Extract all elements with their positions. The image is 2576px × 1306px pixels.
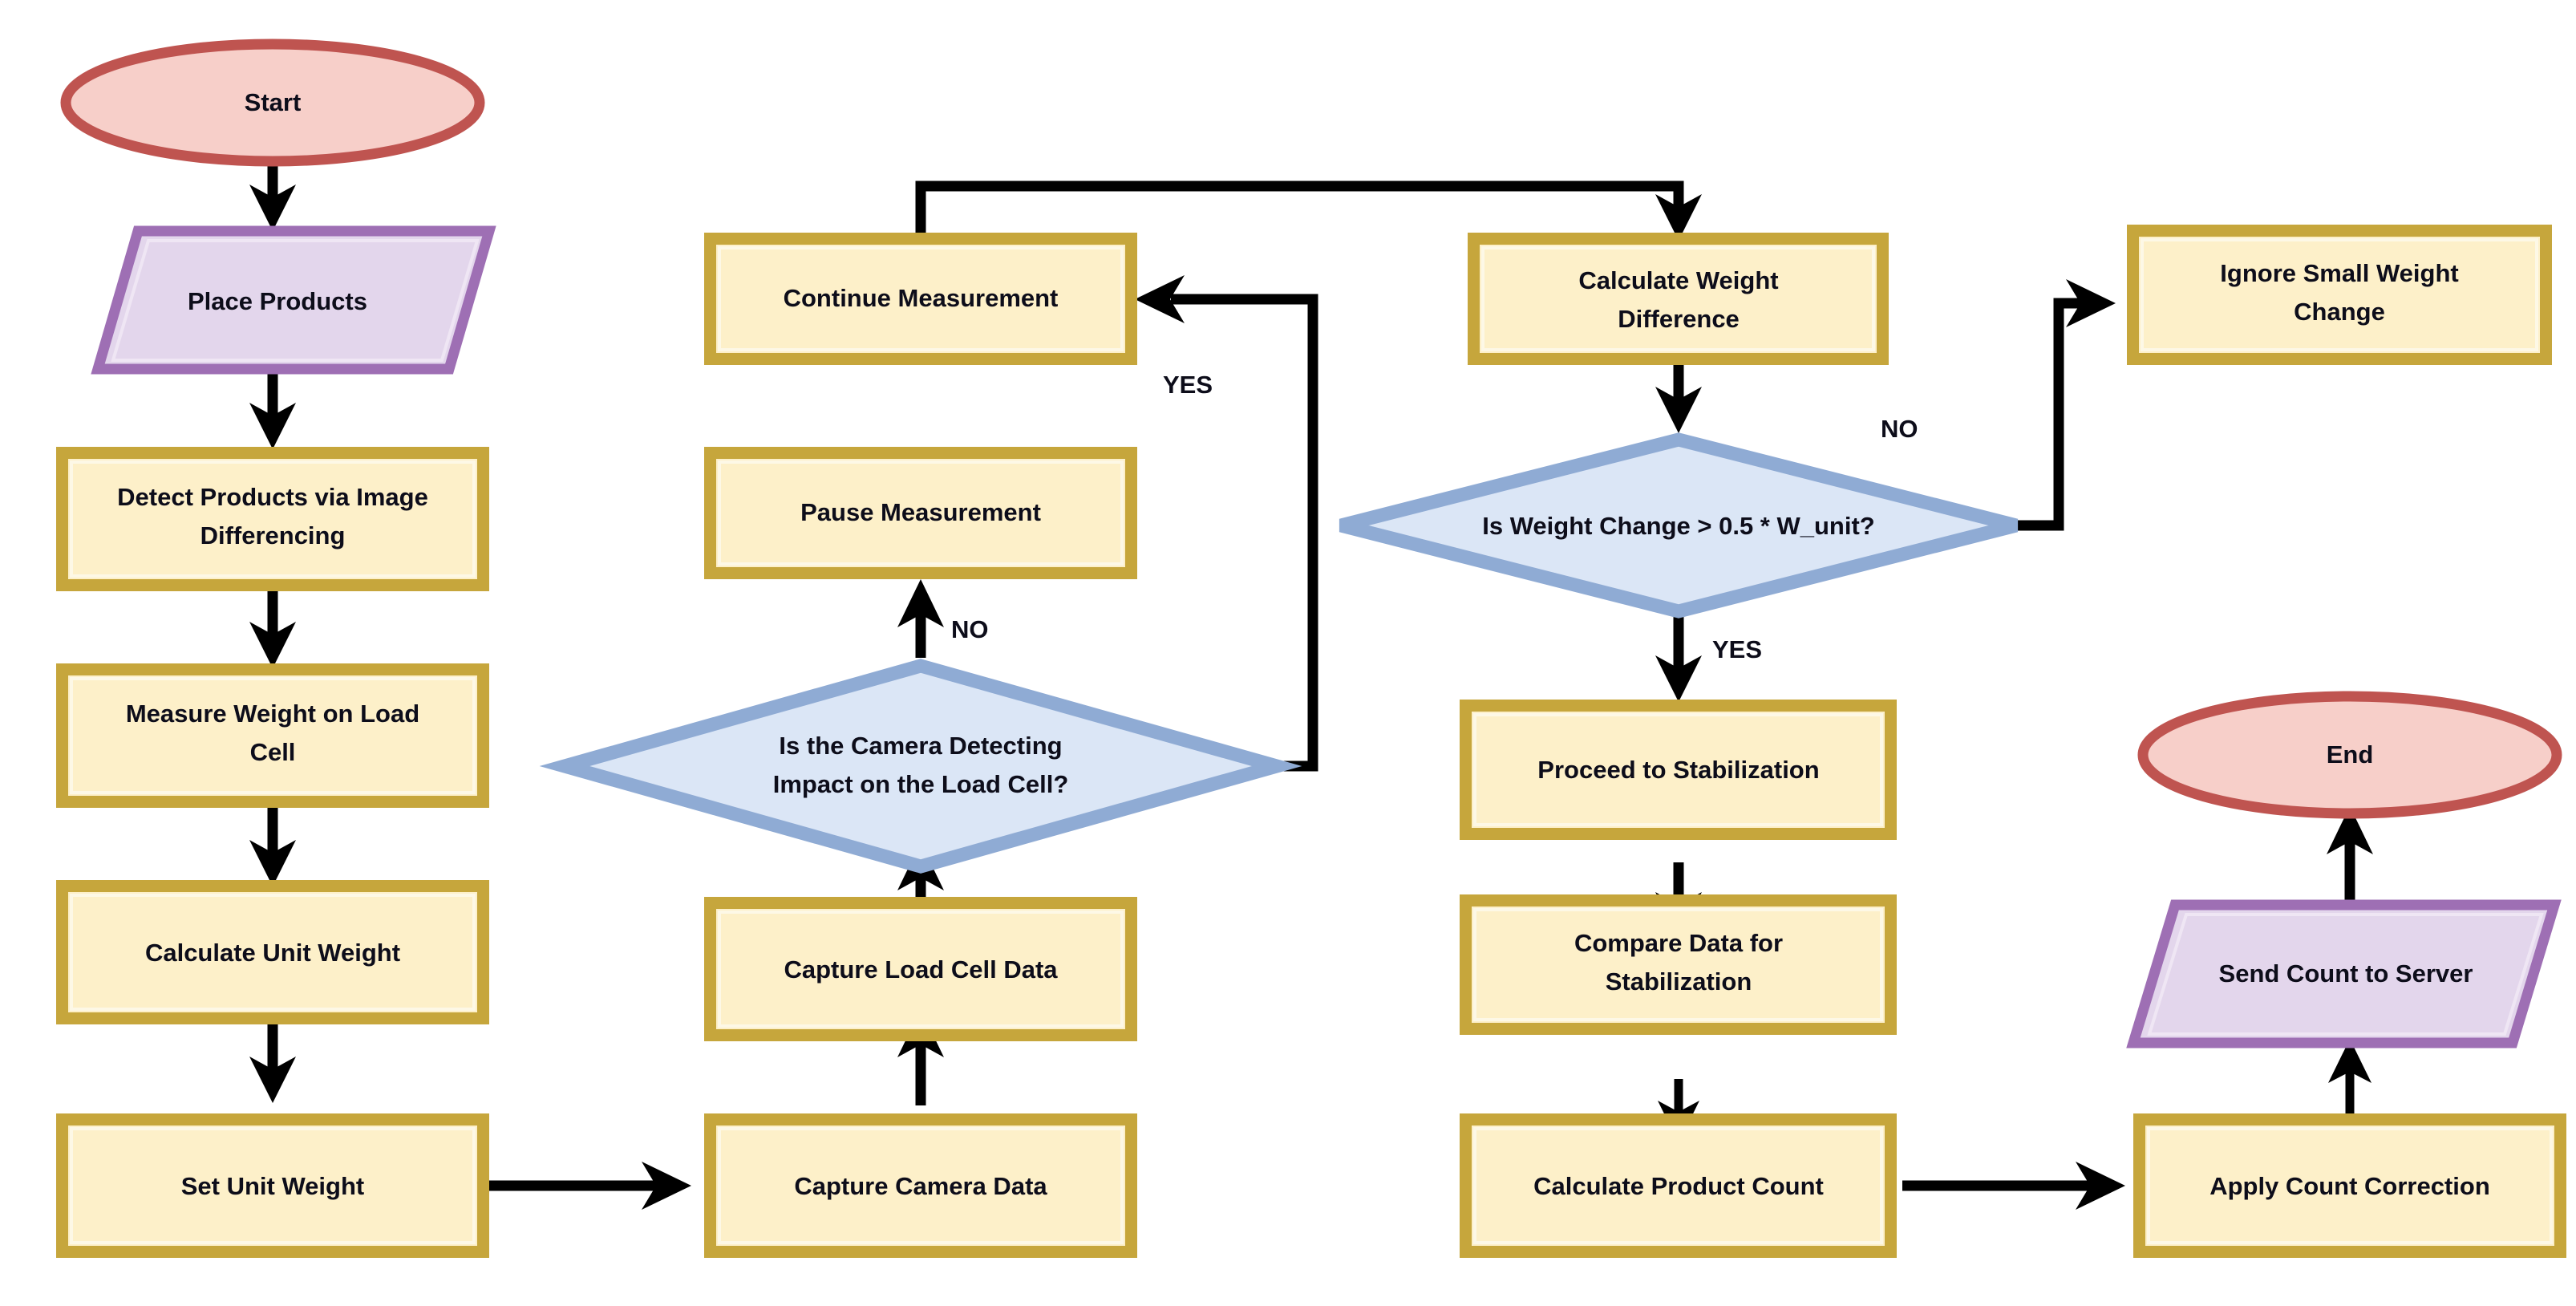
edge-weight-decision-no-to-ignore-small-change bbox=[2013, 279, 2116, 531]
node-calculate-weight-difference[interactable]: Calculate Weight Difference bbox=[1468, 233, 1889, 365]
node-measure-weight-label-line1: Measure Weight on Load bbox=[126, 700, 419, 728]
node-weight-decision[interactable]: Is Weight Change > 0.5 * W_unit? bbox=[1339, 432, 2019, 619]
node-compare-stabilization-label-line2: Stabilization bbox=[1606, 967, 1752, 996]
node-pause-measurement[interactable]: Pause Measurement bbox=[704, 447, 1137, 579]
node-set-unit-weight[interactable]: Set Unit Weight bbox=[56, 1113, 489, 1258]
edge-measure-weight-to-calculate-unit-weight bbox=[249, 806, 296, 886]
node-proceed-stabilization[interactable]: Proceed to Stabilization bbox=[1460, 700, 1897, 840]
node-calculate-unit-weight-label: Calculate Unit Weight bbox=[145, 939, 400, 967]
edge-calculate-weight-difference-to-weight-decision bbox=[1655, 361, 1702, 433]
connector-layer bbox=[249, 128, 2373, 1210]
node-calculate-weight-difference-label-line2: Difference bbox=[1618, 305, 1740, 333]
node-capture-camera-data-label: Capture Camera Data bbox=[794, 1172, 1047, 1200]
node-end-label: End bbox=[2327, 740, 2374, 769]
node-camera-decision-label-line1: Is the Camera Detecting bbox=[779, 732, 1062, 760]
node-capture-load-cell-data-label: Capture Load Cell Data bbox=[784, 955, 1058, 984]
node-weight-decision-label: Is Weight Change > 0.5 * W_unit? bbox=[1482, 512, 1874, 540]
node-detect-products[interactable]: Detect Products via Image Differencing bbox=[56, 447, 489, 591]
edge-label-camera-yes: YES bbox=[1163, 371, 1213, 399]
node-continue-measurement[interactable]: Continue Measurement bbox=[704, 233, 1137, 365]
edge-detect-products-to-measure-weight bbox=[249, 590, 296, 668]
node-capture-camera-data[interactable]: Capture Camera Data bbox=[704, 1113, 1137, 1258]
node-calculate-product-count-label: Calculate Product Count bbox=[1533, 1172, 1824, 1200]
node-apply-count-correction[interactable]: Apply Count Correction bbox=[2133, 1113, 2566, 1258]
node-start[interactable]: Start bbox=[60, 39, 485, 167]
node-measure-weight[interactable]: Measure Weight on Load Cell bbox=[56, 663, 489, 808]
node-send-count-to-server[interactable]: Send Count to Server bbox=[2126, 899, 2562, 1048]
node-ignore-small-change-label-line1: Ignore Small Weight bbox=[2220, 259, 2458, 287]
node-ignore-small-change[interactable]: Ignore Small Weight Change bbox=[2127, 225, 2552, 365]
edge-camera-decision-yes-to-continue-measurement bbox=[1135, 275, 1318, 772]
node-set-unit-weight-label: Set Unit Weight bbox=[181, 1172, 364, 1200]
edge-label-weight-yes: YES bbox=[1712, 635, 1762, 663]
node-calculate-unit-weight[interactable]: Calculate Unit Weight bbox=[56, 880, 489, 1024]
node-end[interactable]: End bbox=[2137, 691, 2562, 819]
node-measure-weight-label-line2: Cell bbox=[250, 738, 296, 766]
edge-apply-count-correction-to-send-count-to-server bbox=[2328, 1039, 2371, 1113]
node-compare-stabilization[interactable]: Compare Data for Stabilization bbox=[1460, 894, 1897, 1035]
edge-calculate-unit-weight-to-set-unit-weight bbox=[249, 1023, 296, 1103]
node-ignore-small-change-label-line2: Change bbox=[2294, 298, 2385, 326]
node-compare-stabilization-label-line1: Compare Data for bbox=[1574, 929, 1783, 957]
node-detect-products-label-line1: Detect Products via Image bbox=[117, 483, 428, 511]
node-continue-measurement-label: Continue Measurement bbox=[784, 284, 1059, 312]
node-proceed-stabilization-label: Proceed to Stabilization bbox=[1537, 756, 1819, 784]
node-camera-decision-label-line2: Impact on the Load Cell? bbox=[773, 770, 1069, 798]
node-place-products[interactable]: Place Products bbox=[91, 225, 496, 375]
node-detect-products-label-line2: Differencing bbox=[200, 521, 346, 550]
edge-send-count-to-server-to-end bbox=[2327, 806, 2373, 906]
node-pause-measurement-label: Pause Measurement bbox=[800, 498, 1041, 526]
node-send-count-to-server-label: Send Count to Server bbox=[2219, 959, 2473, 988]
node-camera-decision[interactable]: Is the Camera Detecting Impact on the Lo… bbox=[539, 659, 1302, 874]
node-capture-load-cell-data[interactable]: Capture Load Cell Data bbox=[704, 897, 1137, 1041]
node-calculate-weight-difference-label-line1: Calculate Weight bbox=[1578, 266, 1778, 294]
node-place-products-label: Place Products bbox=[188, 287, 367, 315]
edge-calculate-product-count-to-apply-count-correction bbox=[1902, 1162, 2125, 1210]
node-start-label: Start bbox=[245, 88, 302, 116]
edge-label-weight-no: NO bbox=[1881, 415, 1918, 443]
edge-place-products-to-detect-products bbox=[249, 369, 296, 449]
node-apply-count-correction-label: Apply Count Correction bbox=[2209, 1172, 2490, 1200]
edge-continue-measurement-to-calculate-weight-difference bbox=[915, 180, 1702, 241]
edge-weight-decision-yes-to-proceed-stabilization bbox=[1655, 610, 1702, 702]
node-calculate-product-count[interactable]: Calculate Product Count bbox=[1460, 1113, 1897, 1258]
edge-camera-decision-no-to-pause-measurement bbox=[897, 579, 944, 658]
edge-label-camera-no: NO bbox=[951, 615, 989, 643]
edge-label-layer: YES NO NO YES bbox=[951, 371, 1918, 663]
